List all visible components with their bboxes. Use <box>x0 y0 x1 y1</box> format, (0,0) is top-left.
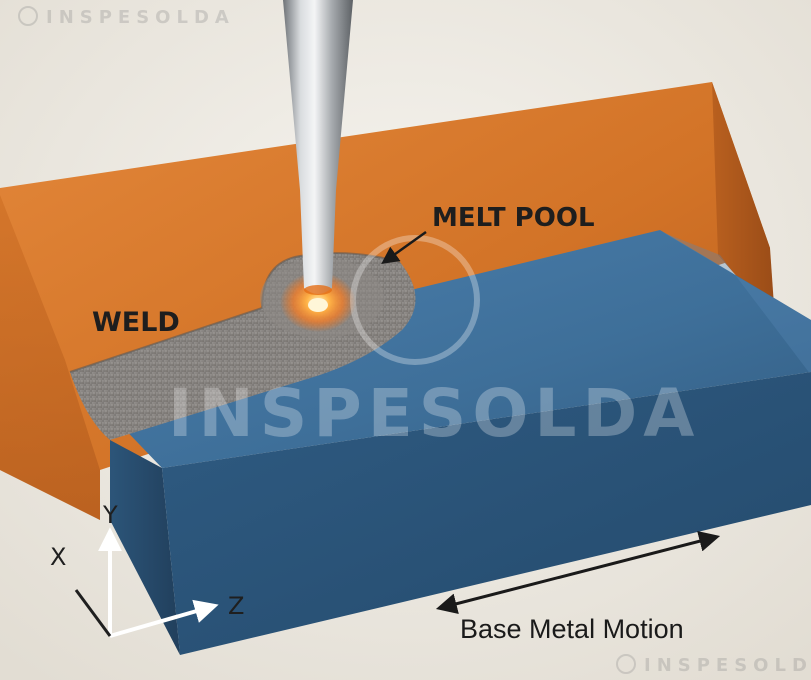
watermark-small-top: INSPESOLDA <box>46 7 235 28</box>
watermark-top-left: INSPESOLDA <box>18 6 235 28</box>
watermark-text: INSPESOLDA <box>168 375 700 452</box>
axis-z-label: Z <box>228 592 244 620</box>
axis-y-label: Y <box>102 501 118 529</box>
watermark-small-bottom: INSPESOLDA <box>644 655 811 676</box>
melt-pool-pointer <box>381 230 427 265</box>
double-arrow-icon <box>435 531 721 614</box>
xyz-axes-icon: Y X Z <box>50 501 244 638</box>
melt-pool-label: MELT POOL <box>432 203 595 233</box>
welding-electrode <box>283 0 353 295</box>
blue-plate <box>70 230 811 655</box>
motion-caption: Base Metal Motion <box>460 614 684 644</box>
melt-pool <box>260 258 384 338</box>
watermark: INSPESOLDA <box>168 235 700 452</box>
weld-label: WELD <box>92 307 180 338</box>
watermark-bottom-right: INSPESOLDA <box>616 654 811 676</box>
axis-x-label: X <box>50 543 66 571</box>
